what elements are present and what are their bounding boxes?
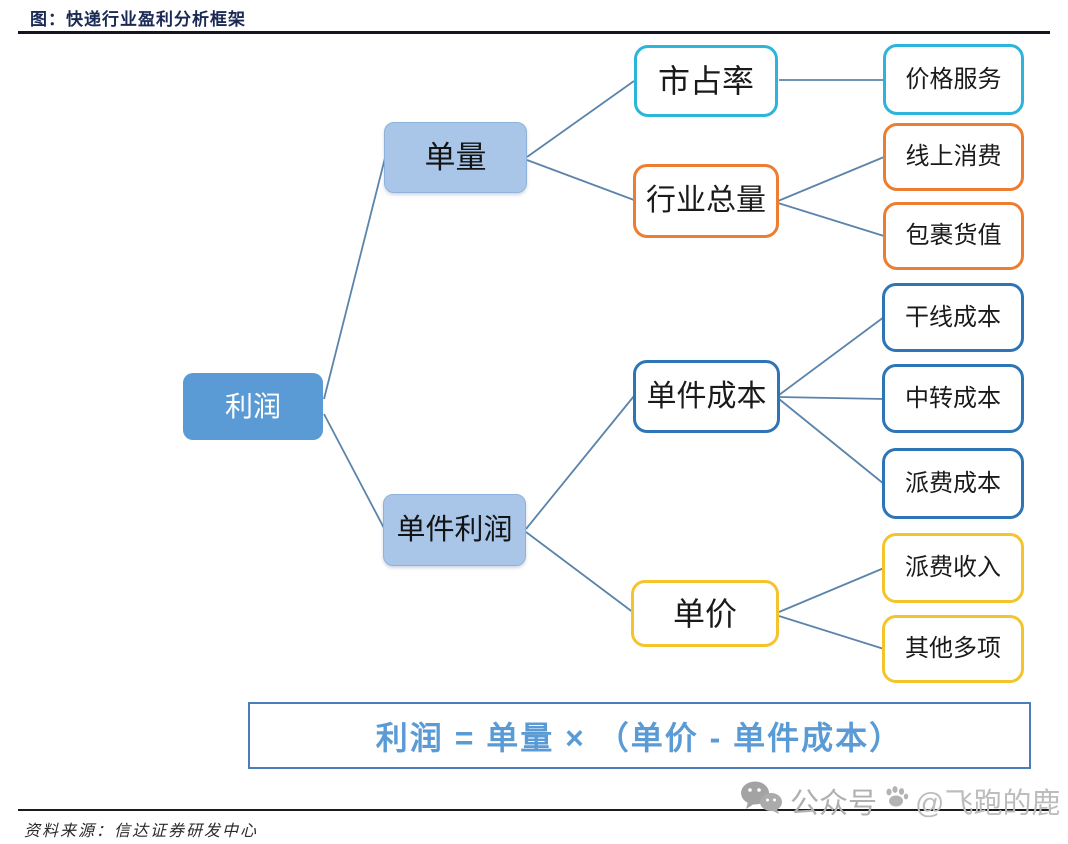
node-unit-cost: 单件成本 <box>633 360 780 433</box>
wechat-icon <box>738 779 784 823</box>
node-price-service: 价格服务 <box>883 44 1024 115</box>
node-profit: 利润 <box>183 373 323 440</box>
node-online-consumption: 线上消费 <box>883 123 1024 191</box>
node-package-value: 包裹货值 <box>883 202 1024 270</box>
node-volume: 单量 <box>384 122 527 193</box>
node-unit-price: 单价 <box>631 580 779 647</box>
node-delivery-cost: 派费成本 <box>882 448 1024 519</box>
node-unit-profit: 单件利润 <box>383 494 526 566</box>
node-market-share: 市占率 <box>634 45 778 117</box>
profit-formula: 利润 = 单量 × （单价 - 单件成本） <box>248 702 1031 769</box>
node-other-items: 其他多项 <box>882 615 1024 683</box>
data-source: 资料来源：信达证券研发中心 <box>24 823 259 840</box>
figure-title: 图：快递行业盈利分析框架 <box>30 10 246 29</box>
node-trunk-cost: 干线成本 <box>882 283 1024 352</box>
node-delivery-income: 派费收入 <box>882 533 1024 603</box>
watermark-prefix: 公众号 <box>790 788 878 820</box>
node-industry-total: 行业总量 <box>633 164 779 238</box>
watermark-handle: @飞跑的鹿 <box>915 788 1061 820</box>
watermark: 公众号 @飞跑的鹿 <box>738 779 1060 823</box>
node-transfer-cost: 中转成本 <box>882 364 1024 433</box>
title-underline <box>18 31 1050 34</box>
paw-icon <box>883 784 909 818</box>
footer-divider <box>18 809 1050 811</box>
